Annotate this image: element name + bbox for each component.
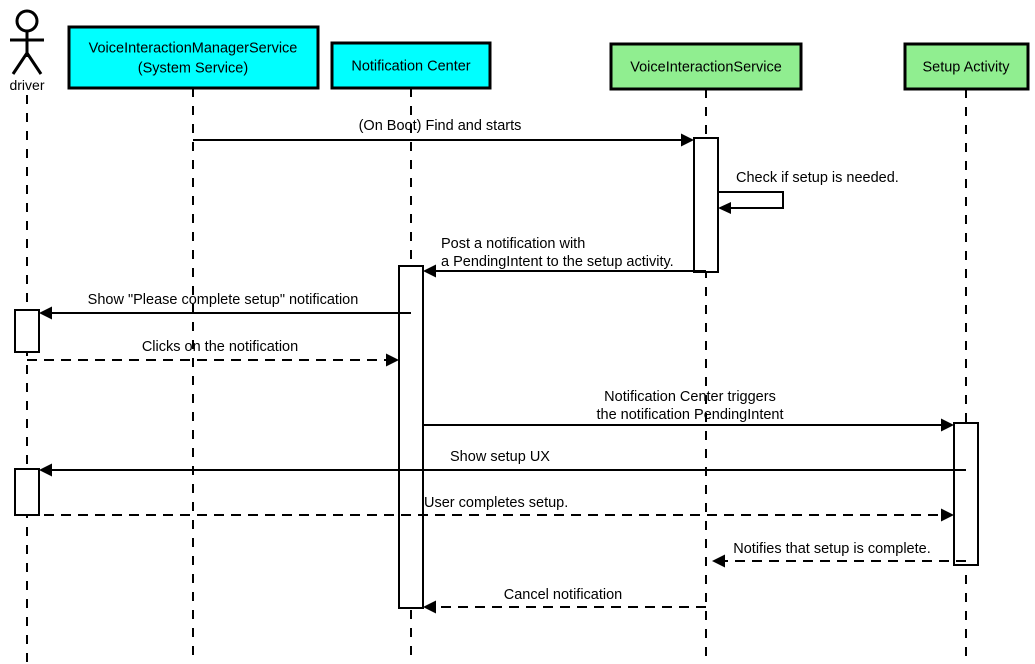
msg-post-notification-arrowhead — [423, 264, 436, 278]
participant-vims[interactable]: VoiceInteractionManagerService (System Se… — [67, 25, 320, 90]
participant-box-vis[interactable] — [609, 42, 803, 91]
msg-clicks-notification-label: Clicks on the notification — [142, 339, 298, 355]
participant-driver[interactable]: driver — [9, 9, 45, 93]
participant-box-notification-center[interactable] — [330, 41, 492, 90]
activation-bar-driver — [14, 468, 40, 516]
activation-bar-setup-activity — [953, 422, 979, 566]
msg-clicks-notification-arrowhead — [386, 353, 399, 367]
participant-label-notification-center: Notification Center — [351, 58, 470, 74]
msg-notifies-complete[interactable]: Notifies that setup is complete. — [712, 541, 966, 568]
participant-label-vims: VoiceInteractionManagerService — [89, 40, 298, 56]
msg-trigger-pendingintent-label-line2: the notification PendingIntent — [596, 407, 783, 423]
participant-notification-center[interactable]: Notification Center — [330, 41, 492, 90]
msg-post-notification-label-line2: a PendingIntent to the setup activity. — [441, 254, 674, 270]
activation-bar-driver — [14, 309, 40, 353]
msg-user-completes-setup-label: User completes setup. — [424, 495, 568, 511]
msg-show-setup-ux[interactable]: Show setup UX — [39, 449, 966, 477]
msg-check-setup-path — [718, 191, 784, 209]
msg-post-notification[interactable]: Post a notification with a PendingIntent … — [423, 236, 706, 278]
msg-check-setup-arrowhead — [718, 202, 731, 214]
participant-vis[interactable]: VoiceInteractionService — [609, 42, 803, 91]
participant-box-setup-activity[interactable] — [903, 42, 1030, 91]
msg-trigger-pendingintent-label-line1: Notification Center triggers — [604, 389, 776, 405]
msg-trigger-pendingintent[interactable]: Notification Center triggers the notifica… — [423, 389, 954, 432]
activation-bar-notification-center — [398, 265, 424, 609]
msg-notifies-complete-label: Notifies that setup is complete. — [733, 541, 930, 557]
activation-bars-layer — [14, 137, 979, 609]
msg-show-notification-label: Show "Please complete setup" notificatio… — [88, 292, 359, 308]
msg-show-notification-arrowhead — [39, 306, 52, 320]
actor-leg-right-icon — [25, 52, 43, 75]
participant-label-vis: VoiceInteractionService — [630, 59, 782, 75]
msg-show-notification[interactable]: Show "Please complete setup" notificatio… — [39, 292, 411, 320]
actor-leg-left-icon — [11, 52, 29, 75]
msg-cancel-notification[interactable]: Cancel notification — [423, 587, 706, 614]
msg-check-setup-label: Check if setup is needed. — [736, 170, 899, 186]
msg-on-boot[interactable]: (On Boot) Find and starts — [193, 118, 694, 147]
msg-on-boot-label: (On Boot) Find and starts — [359, 118, 522, 134]
msg-cancel-notification-arrowhead — [423, 600, 436, 614]
participant-headers-layer: driver VoiceInteractionManagerService (Sys… — [9, 9, 1030, 93]
actor-head-icon — [15, 9, 39, 33]
msg-cancel-notification-label: Cancel notification — [504, 587, 623, 603]
msg-user-completes-setup-arrowhead — [941, 508, 954, 522]
msg-user-completes-setup[interactable]: User completes setup. — [27, 495, 954, 522]
msg-notifies-complete-arrowhead — [712, 554, 725, 568]
participant-label-setup-activity: Setup Activity — [922, 59, 1010, 75]
msg-clicks-notification[interactable]: Clicks on the notification — [27, 339, 399, 367]
participant-sublabel-vims: (System Service) — [138, 60, 248, 76]
msg-post-notification-label-line1: Post a notification with — [441, 236, 585, 252]
participant-setup-activity[interactable]: Setup Activity — [903, 42, 1030, 91]
msg-show-setup-ux-label: Show setup UX — [450, 449, 550, 465]
activation-bar-vis — [693, 137, 719, 273]
msg-on-boot-arrowhead — [681, 133, 694, 147]
msg-show-setup-ux-arrowhead — [39, 463, 52, 477]
msg-trigger-pendingintent-arrowhead — [941, 418, 954, 432]
participant-box-vims[interactable] — [67, 25, 320, 90]
msg-check-setup[interactable]: Check if setup is needed. — [718, 170, 899, 214]
participant-label-driver: driver — [9, 77, 44, 93]
